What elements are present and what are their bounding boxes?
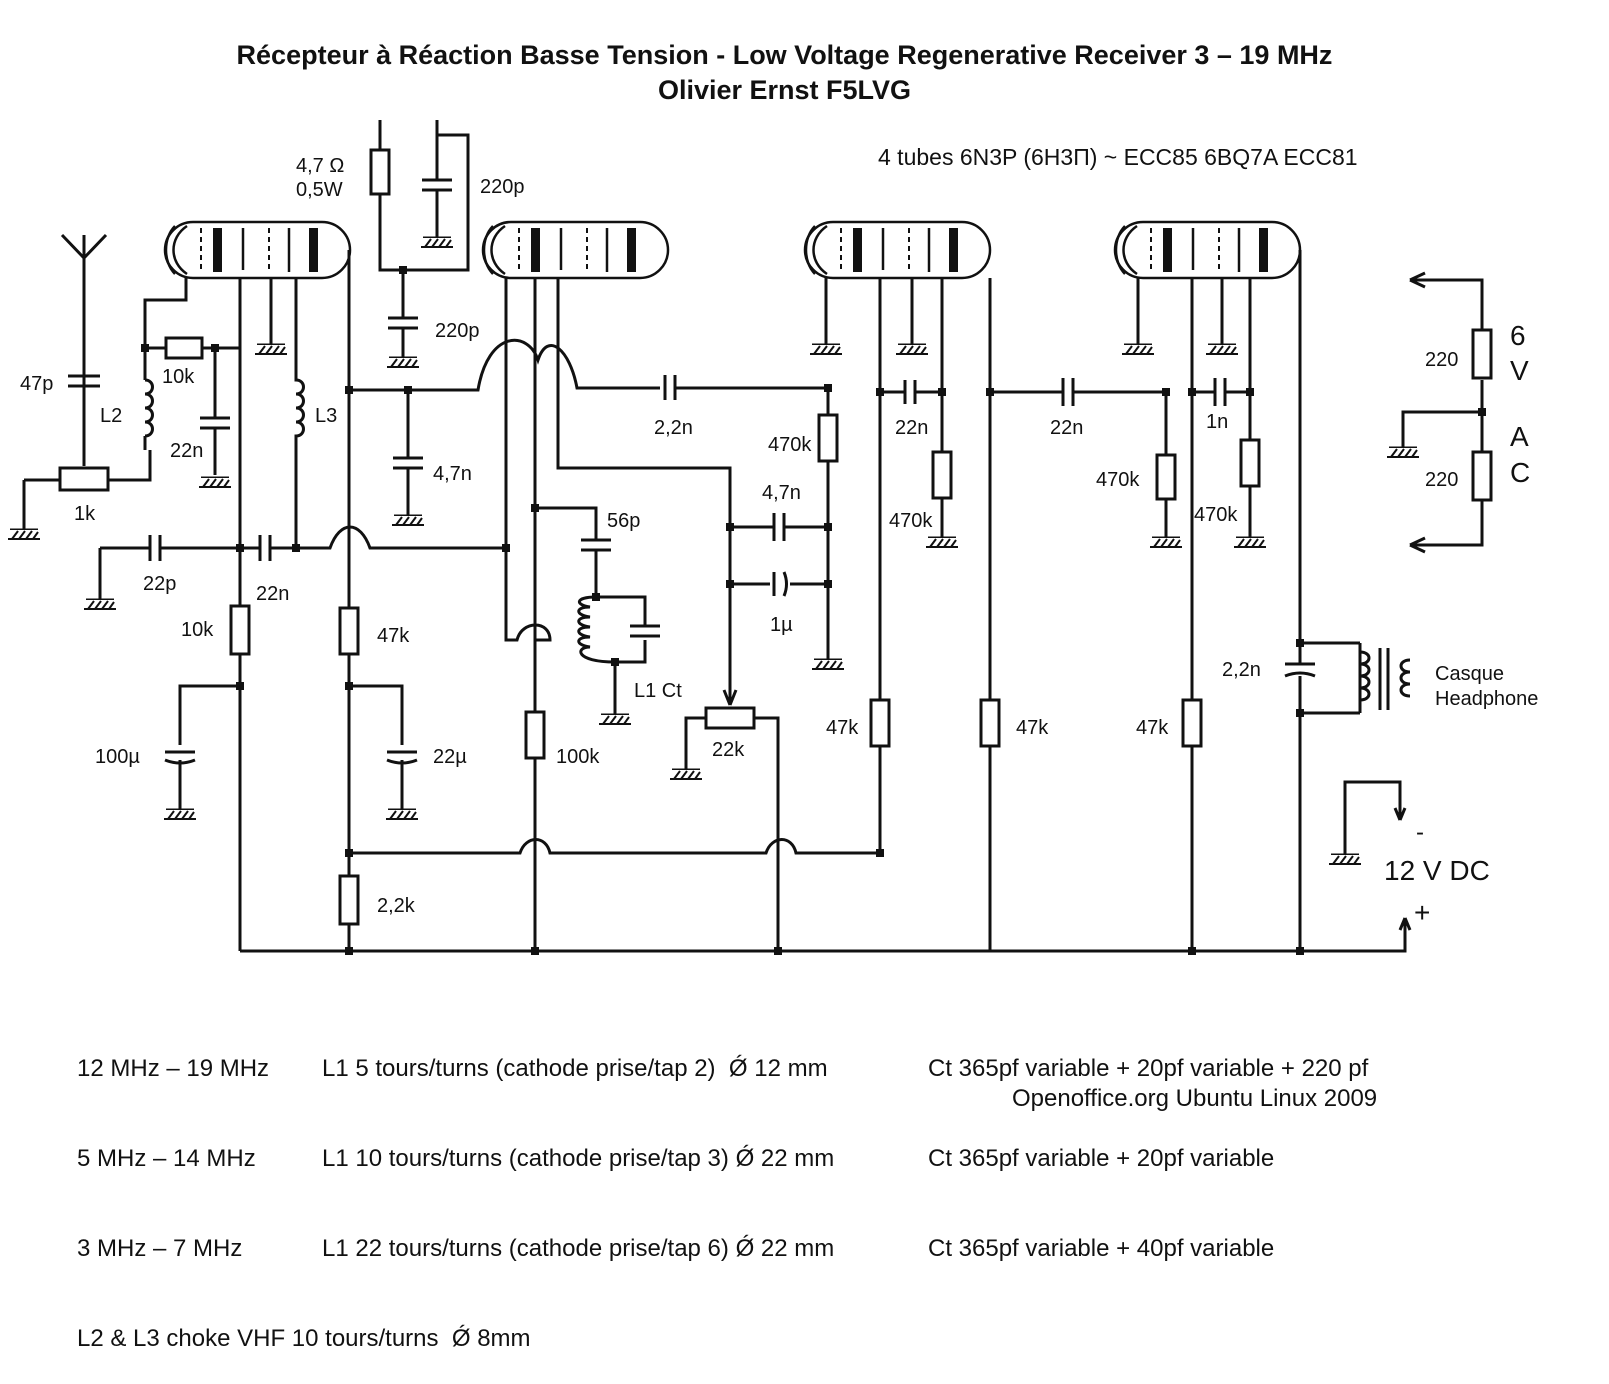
label-pot-1k: 1k <box>74 503 96 525</box>
note-coil-1: L1 5 tours/turns (cathode prise/tap 2) Ǿ… <box>322 1055 828 1082</box>
note-band-2: 5 MHz – 14 MHz <box>77 1145 256 1172</box>
label-c-22n-c: 22n <box>1050 417 1083 439</box>
label-c-47p: 47p <box>20 373 53 395</box>
label-dc-12v: 12 V DC <box>1384 855 1490 886</box>
diagram-author: Olivier Ernst F5LVG <box>657 75 912 105</box>
label-casque: Casque <box>1435 663 1504 685</box>
note-ct-1: Ct 365pf variable + 20pf variable + 220 … <box>928 1055 1369 1082</box>
note-band-1: 12 MHz – 19 MHz <box>77 1055 270 1082</box>
label-r-2-2k: 2,2k <box>377 895 416 917</box>
notes-coil-col: L1 5 tours/turns (cathode prise/tap 2) Ǿ… <box>322 994 834 1294</box>
label-c-22n-l2: 22n <box>170 440 203 462</box>
label-c-1u: 1µ <box>770 614 793 636</box>
credit: Openoffice.org Ubuntu Linux 2009 <box>1012 1085 1378 1112</box>
note-coil-3: L1 22 tours/turns (cathode prise/tap 6) … <box>322 1235 835 1262</box>
label-c-220p-top: 220p <box>480 176 525 198</box>
tube-1 <box>163 220 352 280</box>
label-c-1n: 1n <box>1206 411 1228 433</box>
label-c-2-2n-b: 2,2n <box>1222 659 1261 681</box>
label-l3: L3 <box>315 405 337 427</box>
note-choke: L2 & L3 choke VHF 10 tours/turns Ǿ 8mm <box>77 1325 531 1352</box>
component-labels: 4 tubes 6N3P (6Н3П) ~ ECC85 6BQ7A ECC81 … <box>20 144 1538 928</box>
label-c-22n-grid: 22n <box>256 583 289 605</box>
label-r-10k-top: 10k <box>162 366 195 388</box>
label-r-47k-d: 47k <box>1136 717 1169 739</box>
label-ac-c: C <box>1510 457 1530 488</box>
label-r-470k-c: 470k <box>1096 469 1140 491</box>
label-r-220-b: 220 <box>1425 469 1458 491</box>
label-headphone: Headphone <box>1435 688 1538 710</box>
note-ct-3: Ct 365pf variable + 40pf variable <box>928 1235 1275 1262</box>
label-dc-minus: - <box>1416 819 1424 846</box>
label-r-470k-a: 470k <box>768 434 812 456</box>
label-r-4-7-ohm: 4,7 Ω <box>296 155 344 177</box>
label-r-47k-c: 47k <box>1016 717 1049 739</box>
label-c-4-7n: 4,7n <box>433 463 472 485</box>
schematic: 4 tubes 6N3P (6Н3П) ~ ECC85 6BQ7A ECC81 … <box>6 120 1538 955</box>
tube-4 <box>1113 220 1302 280</box>
note-ct-2: Ct 365pf variable + 20pf variable <box>928 1145 1275 1172</box>
label-r-47k-b: 47k <box>826 717 859 739</box>
label-r-220-a: 220 <box>1425 349 1458 371</box>
tube-2 <box>481 220 670 280</box>
note-coil-2: L1 10 tours/turns (cathode prise/tap 3) … <box>322 1145 835 1172</box>
notes-ct-col: Ct 365pf variable + 20pf variable + 220 … <box>928 994 1368 1294</box>
label-ac-v: V <box>1510 355 1529 386</box>
label-c-4-7n-b: 4,7n <box>762 482 801 504</box>
label-c-22u: 22µ <box>433 746 467 768</box>
label-ac-a: A <box>1510 421 1529 452</box>
label-r-0-5w: 0,5W <box>296 179 343 201</box>
label-c-56p: 56p <box>607 510 640 532</box>
ground-symbols <box>6 236 1421 866</box>
diagram-title: Récepteur à Réaction Basse Tension - Low… <box>236 40 1333 70</box>
label-c-220p-mid: 220p <box>435 320 480 342</box>
label-ac-6: 6 <box>1510 320 1526 351</box>
label-c-2-2n-a: 2,2n <box>654 417 693 439</box>
label-r-10k-low: 10k <box>181 619 214 641</box>
tube-3 <box>803 220 992 280</box>
tubes-note: 4 tubes 6N3P (6Н3П) ~ ECC85 6BQ7A ECC81 <box>878 144 1358 170</box>
label-r-100k: 100k <box>556 746 600 768</box>
label-c-22p: 22p <box>143 573 176 595</box>
label-r-47k-det: 47k <box>377 625 410 647</box>
label-r-22k-pot: 22k <box>712 739 745 761</box>
label-l2: L2 <box>100 405 122 427</box>
label-dc-plus: + <box>1414 897 1430 928</box>
label-c-100u: 100µ <box>95 746 140 768</box>
label-l1-ct: L1 Ct <box>634 680 682 702</box>
junctions <box>141 266 1486 955</box>
label-r-470k-b: 470k <box>889 510 933 532</box>
label-r-470k-d: 470k <box>1194 504 1238 526</box>
label-c-22n-b: 22n <box>895 417 928 439</box>
